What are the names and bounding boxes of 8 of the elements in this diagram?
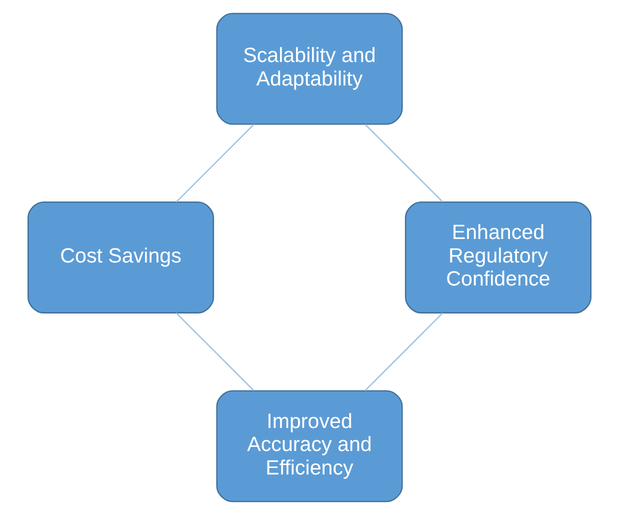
node-box: Improved Accuracy and Efficiency bbox=[216, 390, 403, 502]
connector bbox=[176, 312, 254, 392]
connector bbox=[364, 312, 444, 392]
connector bbox=[176, 124, 254, 202]
node-box: Cost Savings bbox=[28, 202, 214, 314]
node-box: Scalability and Adaptability bbox=[216, 12, 403, 125]
node-box: Enhanced Regulatory Confidence bbox=[404, 202, 592, 314]
connector bbox=[364, 124, 444, 202]
